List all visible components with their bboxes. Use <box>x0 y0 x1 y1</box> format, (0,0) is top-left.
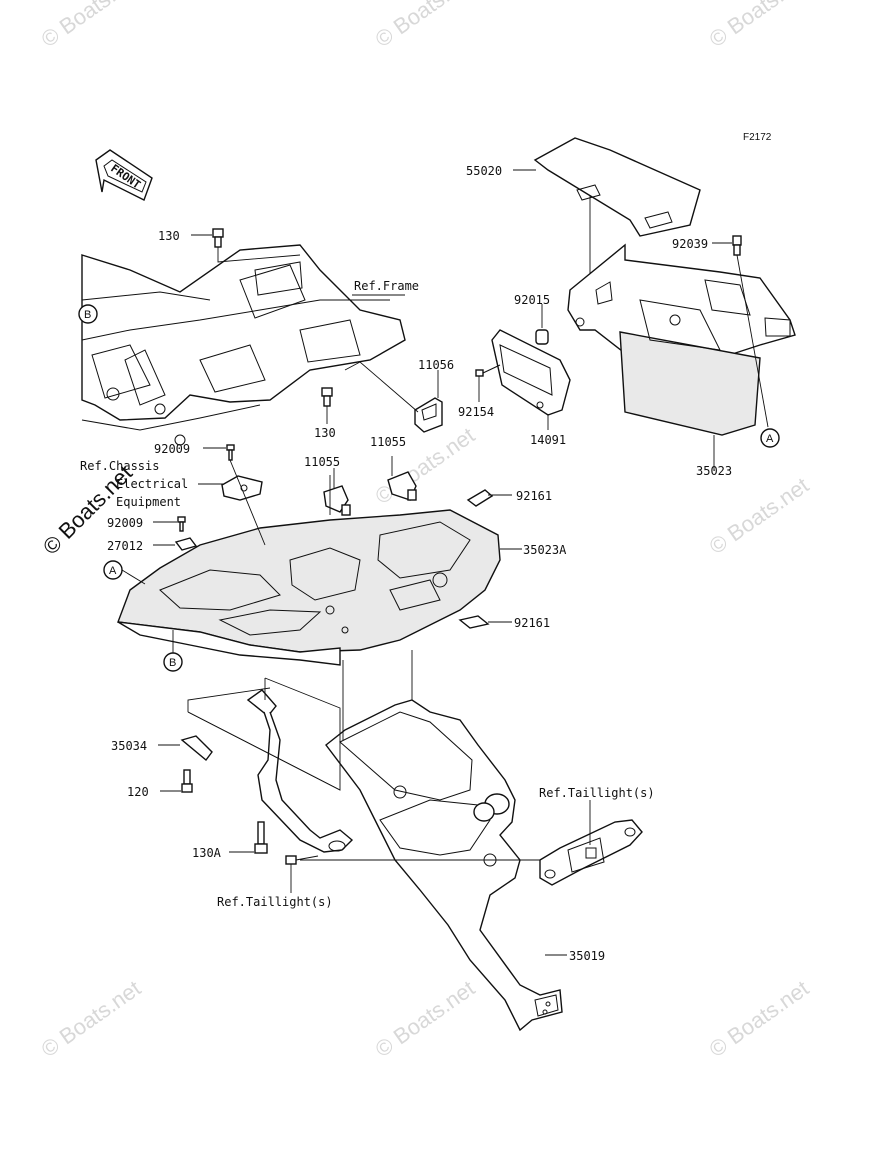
pad-92161-lower <box>458 615 490 629</box>
cover-14091 <box>491 329 571 416</box>
clamp-11055-left <box>323 485 351 516</box>
ref-taillight-lower: Ref.Taillight(s) <box>217 895 333 909</box>
clip-27012 <box>174 537 198 551</box>
part-number: 35034 <box>111 739 147 753</box>
part-number: 92015 <box>514 293 550 307</box>
watermark: © Boats.net <box>371 975 480 1062</box>
part-number: 92161 <box>516 489 552 503</box>
part-number: 130A <box>192 846 222 860</box>
watermark: © Boats.net <box>705 0 814 52</box>
screw-92154 <box>475 364 501 377</box>
collar-92015 <box>535 329 549 345</box>
svg-text:A: A <box>109 565 117 577</box>
frame-ref <box>81 244 406 446</box>
pad-92161-upper <box>466 489 494 507</box>
part-number: 11056 <box>418 358 454 372</box>
ref-taillight-upper: Ref.Taillight(s) <box>539 786 655 800</box>
ref-equipment-label: Equipment <box>116 495 181 509</box>
svg-text:B: B <box>84 309 91 321</box>
battery-box-35023 <box>567 243 796 436</box>
ref-electrical-label: Electrical <box>116 477 188 491</box>
part-number: 92009 <box>107 516 143 530</box>
ref-chassis-label: Ref.Chassis <box>80 459 159 473</box>
part-number: 120 <box>127 785 149 799</box>
svg-text:B: B <box>169 657 176 669</box>
watermark: © Boats.net <box>37 975 146 1062</box>
part-number: 35023A <box>523 543 567 557</box>
part-number: 27012 <box>107 539 143 553</box>
stay-35034 <box>180 689 354 853</box>
watermark: © Boats.net <box>705 472 814 559</box>
watermark: © Boats.net <box>705 975 814 1062</box>
bolt-130-top <box>212 228 224 248</box>
part-number: 130 <box>314 426 336 440</box>
part-number: 92161 <box>514 616 550 630</box>
part-number: 35023 <box>696 464 732 478</box>
part-number: 92154 <box>458 405 494 419</box>
tail-bracket-35019 <box>325 699 563 1032</box>
part-number: 130 <box>158 229 180 243</box>
part-number: 11055 <box>370 435 406 449</box>
callout-marker: A <box>103 560 123 580</box>
callout-marker: A <box>760 428 780 448</box>
part-number-labels: 55020 130 92039 92015 11056 92154 14091 … <box>107 164 732 963</box>
part-number: 14091 <box>530 433 566 447</box>
rear-fender-35023A <box>117 509 501 666</box>
bolt-92039 <box>732 235 742 256</box>
seat-cover-55020 <box>533 137 701 237</box>
clamp-11055-right <box>387 471 417 501</box>
svg-text:A: A <box>766 433 774 445</box>
part-number: 35019 <box>569 949 605 963</box>
bolt-120 <box>181 769 193 793</box>
part-number: 55020 <box>466 164 502 178</box>
bolt-130-mid <box>321 387 333 407</box>
chassis-ref-labels: Ref.Chassis Electrical Equipment <box>80 459 188 509</box>
watermark: © Boats.net <box>371 0 480 52</box>
watermark: © Boats.net <box>37 0 146 52</box>
taillight-bracket-ref <box>539 819 643 886</box>
part-number: 11055 <box>304 455 340 469</box>
screw-92009-top <box>226 444 235 461</box>
diagram-code: F2172 <box>743 132 772 143</box>
ref-frame-label: Ref.Frame <box>354 279 419 293</box>
callout-marker: B <box>78 304 98 324</box>
screw-92009-lower <box>177 516 186 532</box>
bolt-130A <box>254 821 268 854</box>
part-number: 92039 <box>672 237 708 251</box>
callout-marker: B <box>163 652 183 672</box>
front-arrow-icon: FRONT <box>95 149 153 201</box>
bracket-11056 <box>414 397 443 433</box>
part-number: 92009 <box>154 442 190 456</box>
